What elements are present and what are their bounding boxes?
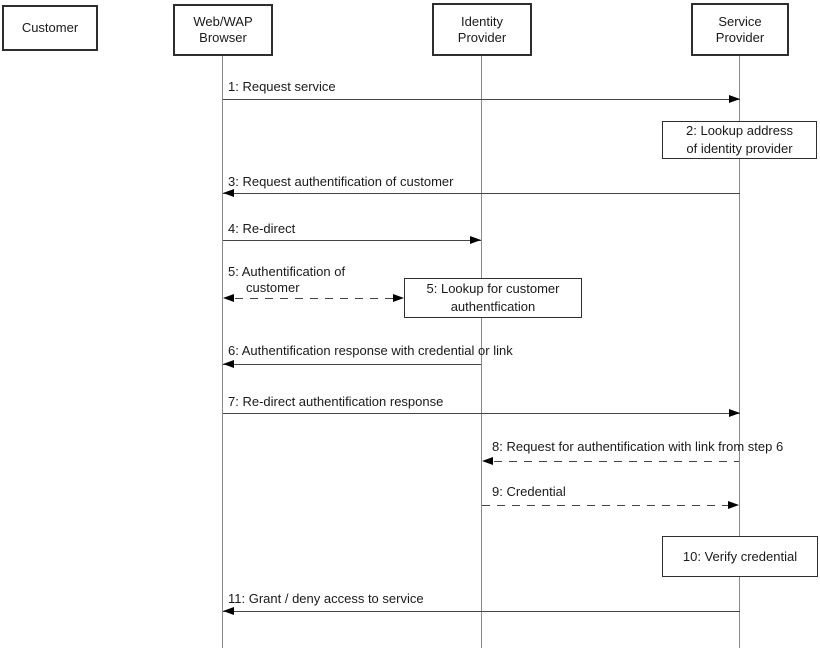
action-5-label: 5: Lookup for customer authentfication	[426, 281, 560, 314]
message-3-arrowhead-left-icon	[223, 189, 234, 197]
message-6-line	[223, 364, 481, 365]
action-2-lookup-address: 2: Lookup address of identity provider	[662, 121, 817, 159]
message-1-label: 1: Request service	[228, 79, 336, 94]
actor-identity-provider: Identity Provider	[432, 3, 532, 56]
action-2-label: 2: Lookup address of identity provider	[686, 123, 793, 156]
message-7-arrowhead-right-icon	[729, 409, 740, 417]
message-3-label: 3: Request authentification of customer	[228, 174, 454, 189]
message-5-line	[235, 298, 394, 299]
message-9-label: 9: Credential	[492, 484, 566, 499]
message-8-arrowhead-left-icon	[482, 457, 493, 465]
message-5-arrowhead-left-icon	[223, 294, 234, 302]
message-1-arrowhead-right-icon	[729, 95, 740, 103]
action-10-verify-credential: 10: Verify credential	[662, 536, 818, 577]
message-7-line	[223, 413, 740, 414]
message-7-label: 7: Re-direct authentification response	[228, 394, 444, 409]
message-11-line	[223, 611, 740, 612]
message-4-line	[223, 240, 481, 241]
message-9-arrowhead-right-icon	[728, 501, 739, 509]
actor-web-wap-browser-label: Web/WAP Browser	[193, 14, 253, 45]
action-5-lookup-customer: 5: Lookup for customer authentfication	[404, 278, 582, 318]
actor-customer: Customer	[2, 5, 98, 51]
message-3-line	[223, 193, 740, 194]
message-8-line	[494, 461, 739, 462]
message-1-line	[223, 99, 740, 100]
lifeline-service-provider	[739, 56, 740, 648]
actor-identity-provider-label: Identity Provider	[457, 13, 507, 45]
actor-service-provider-label: Service Provider	[715, 13, 765, 45]
message-6-label: 6: Authentification response with creden…	[228, 343, 513, 358]
message-6-arrowhead-left-icon	[223, 360, 234, 368]
actor-web-wap-browser: Web/WAP Browser	[173, 4, 273, 56]
message-5-arrowhead-right-icon	[393, 294, 404, 302]
actor-customer-label: Customer	[21, 20, 79, 35]
message-8-label: 8: Request for authentification with lin…	[492, 439, 784, 454]
message-4-arrowhead-right-icon	[470, 236, 481, 244]
actor-service-provider: Service Provider	[691, 3, 789, 56]
message-5-label: 5: Authentification of customer	[228, 264, 346, 295]
message-11-arrowhead-left-icon	[223, 607, 234, 615]
lifeline-identity-provider	[481, 56, 482, 648]
message-4-label: 4: Re-direct	[228, 221, 296, 236]
message-11-label: 11: Grant / deny access to service	[228, 591, 424, 606]
lifeline-web-wap-browser	[222, 56, 223, 648]
action-10-label: 10: Verify credential	[682, 548, 798, 564]
message-9-line	[482, 505, 728, 506]
